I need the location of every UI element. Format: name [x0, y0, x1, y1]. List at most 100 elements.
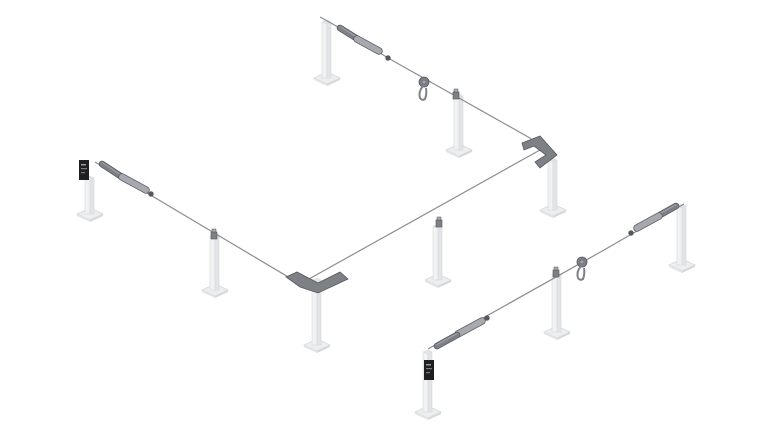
mobile-anchor	[418, 76, 430, 101]
post-shaft	[321, 21, 328, 79]
base-plate-side	[202, 290, 215, 298]
base-plate-side	[446, 150, 459, 158]
cable-clamp	[484, 315, 490, 321]
post-cap	[321, 19, 332, 25]
post-shaft	[209, 235, 216, 291]
bracket-top	[211, 228, 217, 233]
base-plate-side	[540, 210, 553, 218]
end-anchor	[336, 24, 360, 42]
post-shaft	[551, 273, 558, 333]
cylinder-body	[455, 318, 485, 337]
sign-plate	[424, 360, 434, 380]
corner-bracket	[285, 271, 349, 294]
base-plate-side	[428, 412, 441, 420]
sign-line	[426, 364, 431, 366]
bracket-top	[453, 88, 459, 93]
tensioner	[454, 317, 486, 338]
corner-plate	[521, 135, 558, 169]
base-plate-side	[544, 332, 557, 340]
tensioner	[353, 35, 383, 55]
tensioner	[118, 173, 150, 194]
end-anchor	[98, 160, 126, 181]
post-shaft	[453, 95, 460, 151]
base-plate-side	[557, 332, 570, 340]
post-cap	[422, 349, 433, 355]
cylinder-body	[657, 203, 679, 218]
base-plate-side	[314, 78, 327, 86]
cylinder-body	[337, 25, 359, 41]
post-shaft-side	[214, 235, 220, 291]
cylinder-highlight	[356, 37, 380, 50]
sign-line	[81, 164, 86, 166]
post-shaft-side	[89, 177, 95, 215]
post-shaft-side	[326, 21, 332, 79]
cable-guide	[552, 266, 560, 278]
post-shaft	[84, 177, 91, 215]
post-shaft	[547, 159, 554, 211]
corner-bracket	[521, 135, 558, 169]
bracket-body	[435, 219, 443, 228]
post-shaft-side	[552, 159, 558, 211]
base-plate-side	[327, 78, 340, 86]
cable-clamp	[385, 55, 391, 61]
sign-plate	[79, 160, 89, 180]
bracket-body	[552, 269, 560, 278]
anchor-hub	[421, 79, 427, 85]
end-post	[668, 203, 696, 273]
base-plate-side	[77, 214, 90, 222]
base-plate-side	[459, 150, 472, 158]
tensioner	[633, 212, 663, 232]
bracket-body	[210, 231, 218, 240]
base-plate-side	[438, 280, 451, 288]
post-shaft-side	[458, 95, 464, 151]
mobile-anchor	[576, 256, 588, 281]
cable-clamp	[148, 191, 154, 197]
cable-guide	[435, 216, 443, 228]
corner-plate	[285, 271, 349, 294]
base-plate-side	[682, 265, 695, 273]
base-plate-side	[215, 290, 228, 298]
intermediate-post	[424, 223, 452, 288]
cylinder-highlight	[659, 204, 677, 215]
cylinder-body	[634, 213, 662, 231]
cylinder-highlight	[457, 318, 483, 333]
sign-line	[81, 172, 85, 174]
cylinder-body	[99, 161, 125, 180]
sign-line	[426, 372, 430, 374]
end-anchor	[433, 331, 461, 350]
base-plate-side	[669, 265, 682, 273]
identification-sign	[424, 360, 434, 380]
base-plate-side	[304, 345, 317, 353]
post-shaft	[432, 225, 439, 281]
post-shaft-side	[681, 205, 687, 266]
cable-guide	[452, 88, 460, 100]
cylinder-highlight	[339, 26, 357, 37]
base-plate-side	[317, 345, 330, 353]
corner-post	[303, 277, 331, 353]
bracket-body	[452, 91, 460, 100]
end-post	[414, 349, 442, 420]
cylinder-highlight	[121, 174, 147, 189]
cable-clamp	[628, 230, 634, 236]
post-shaft	[676, 205, 683, 266]
hardware-layer	[79, 24, 680, 380]
anchor-hub	[579, 259, 585, 265]
cable-guide	[210, 228, 218, 240]
bracket-top	[553, 266, 559, 271]
base-plate-side	[415, 412, 428, 420]
cylinder-highlight	[101, 162, 123, 177]
cylinder-body	[354, 36, 382, 54]
cylinder-highlight	[436, 333, 458, 346]
base-plate-side	[553, 210, 566, 218]
base-plate-side	[90, 214, 103, 222]
end-post	[313, 19, 341, 86]
bracket-top	[436, 216, 442, 221]
posts-layer	[76, 19, 696, 420]
identification-sign	[79, 160, 89, 180]
cylinder-body	[434, 332, 460, 349]
cylinder-body	[119, 174, 149, 193]
sign-line	[426, 368, 432, 370]
end-anchor	[656, 202, 680, 219]
